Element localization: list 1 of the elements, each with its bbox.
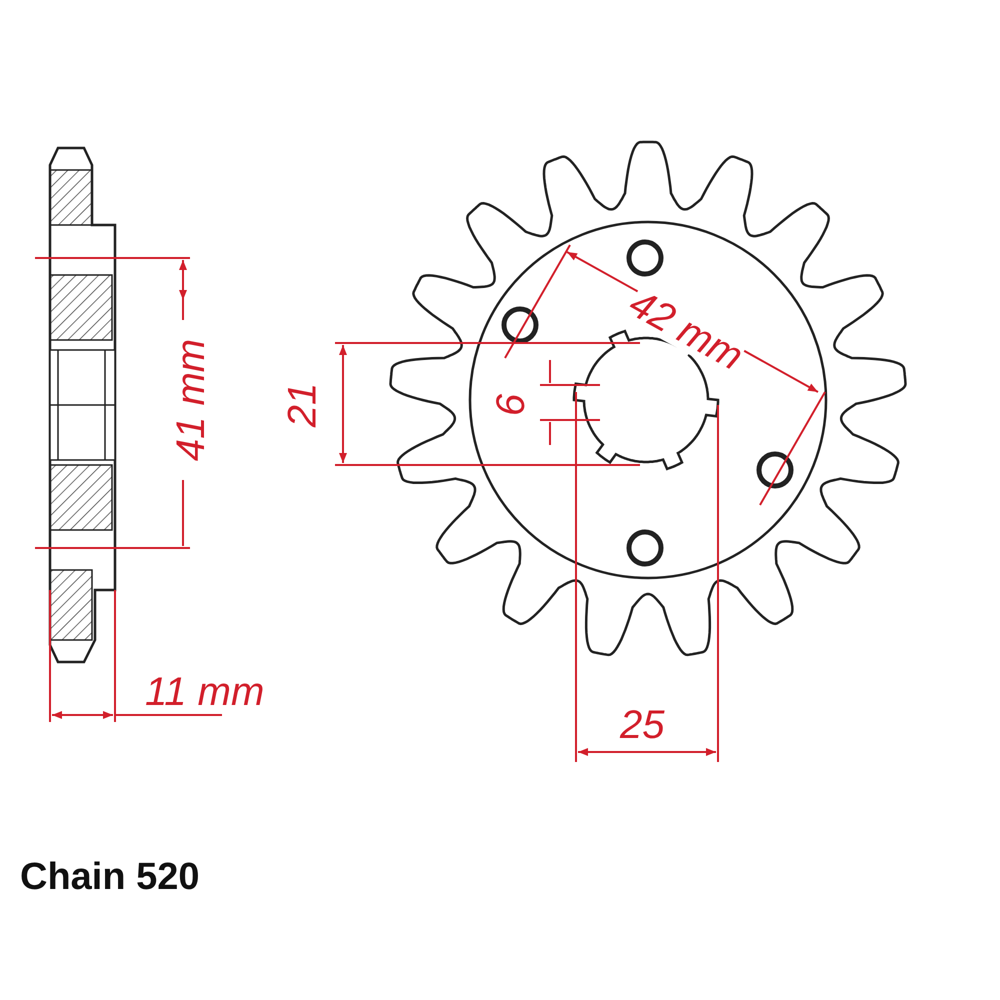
caption: Chain 520 — [20, 858, 200, 896]
